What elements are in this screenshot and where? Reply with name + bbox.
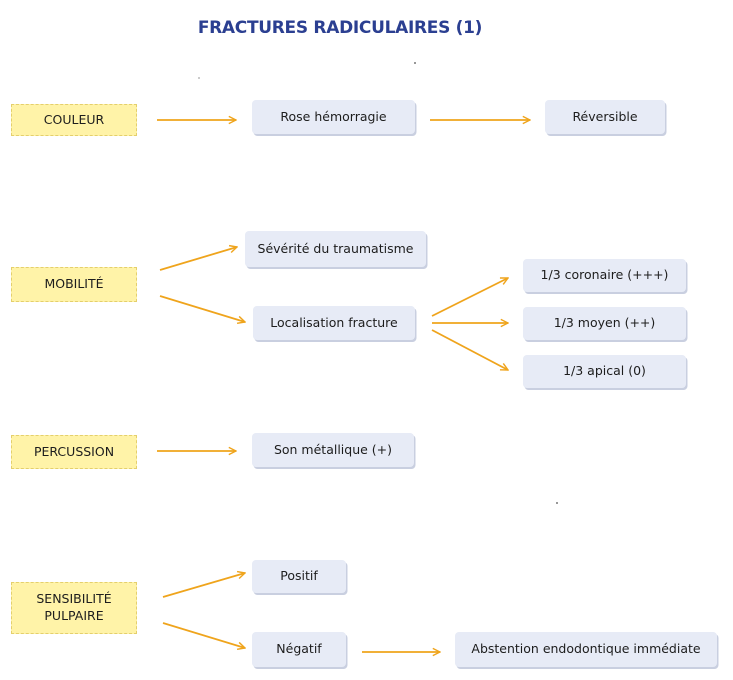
arrow-localisation-to-coronaire	[431, 277, 508, 317]
result-coronaire: 1/3 coronaire (+++)	[523, 259, 686, 292]
category-percussion: PERCUSSION	[11, 435, 137, 469]
scan-speck	[556, 502, 558, 504]
scan-speck	[198, 77, 200, 79]
result-positif: Positif	[252, 560, 346, 593]
result-son-metallique: Son métallique (+)	[252, 433, 414, 467]
result-severite-traumatisme: Sévérité du traumatisme	[245, 231, 426, 267]
result-moyen: 1/3 moyen (++)	[523, 307, 686, 340]
arrow-sensibilite-to-negatif	[162, 622, 245, 648]
category-mobilite: MOBILITÉ	[11, 267, 137, 302]
category-sensibilite-line1: SENSIBILITÉ	[36, 591, 112, 607]
result-reversible: Réversible	[545, 100, 665, 134]
result-rose-hemorragie: Rose hémorragie	[252, 100, 415, 134]
arrow-mobilite-to-severite	[159, 247, 237, 271]
category-sensibilite-pulpaire: SENSIBILITÉ PULPAIRE	[11, 582, 137, 634]
arrow-mobilite-to-localisation	[159, 295, 245, 322]
result-apical: 1/3 apical (0)	[523, 355, 686, 388]
arrow-sensibilite-to-positif	[162, 573, 245, 598]
category-couleur: COULEUR	[11, 104, 137, 136]
arrow-localisation-to-apical	[431, 329, 508, 371]
category-sensibilite-line2: PULPAIRE	[44, 608, 104, 623]
scan-speck	[414, 62, 416, 64]
result-localisation-fracture: Localisation fracture	[253, 306, 415, 340]
result-abstention-endodontique: Abstention endodontique immédiate	[455, 632, 717, 667]
diagram-title: FRACTURES RADICULAIRES (1)	[197, 18, 483, 38]
result-negatif: Négatif	[252, 632, 346, 667]
